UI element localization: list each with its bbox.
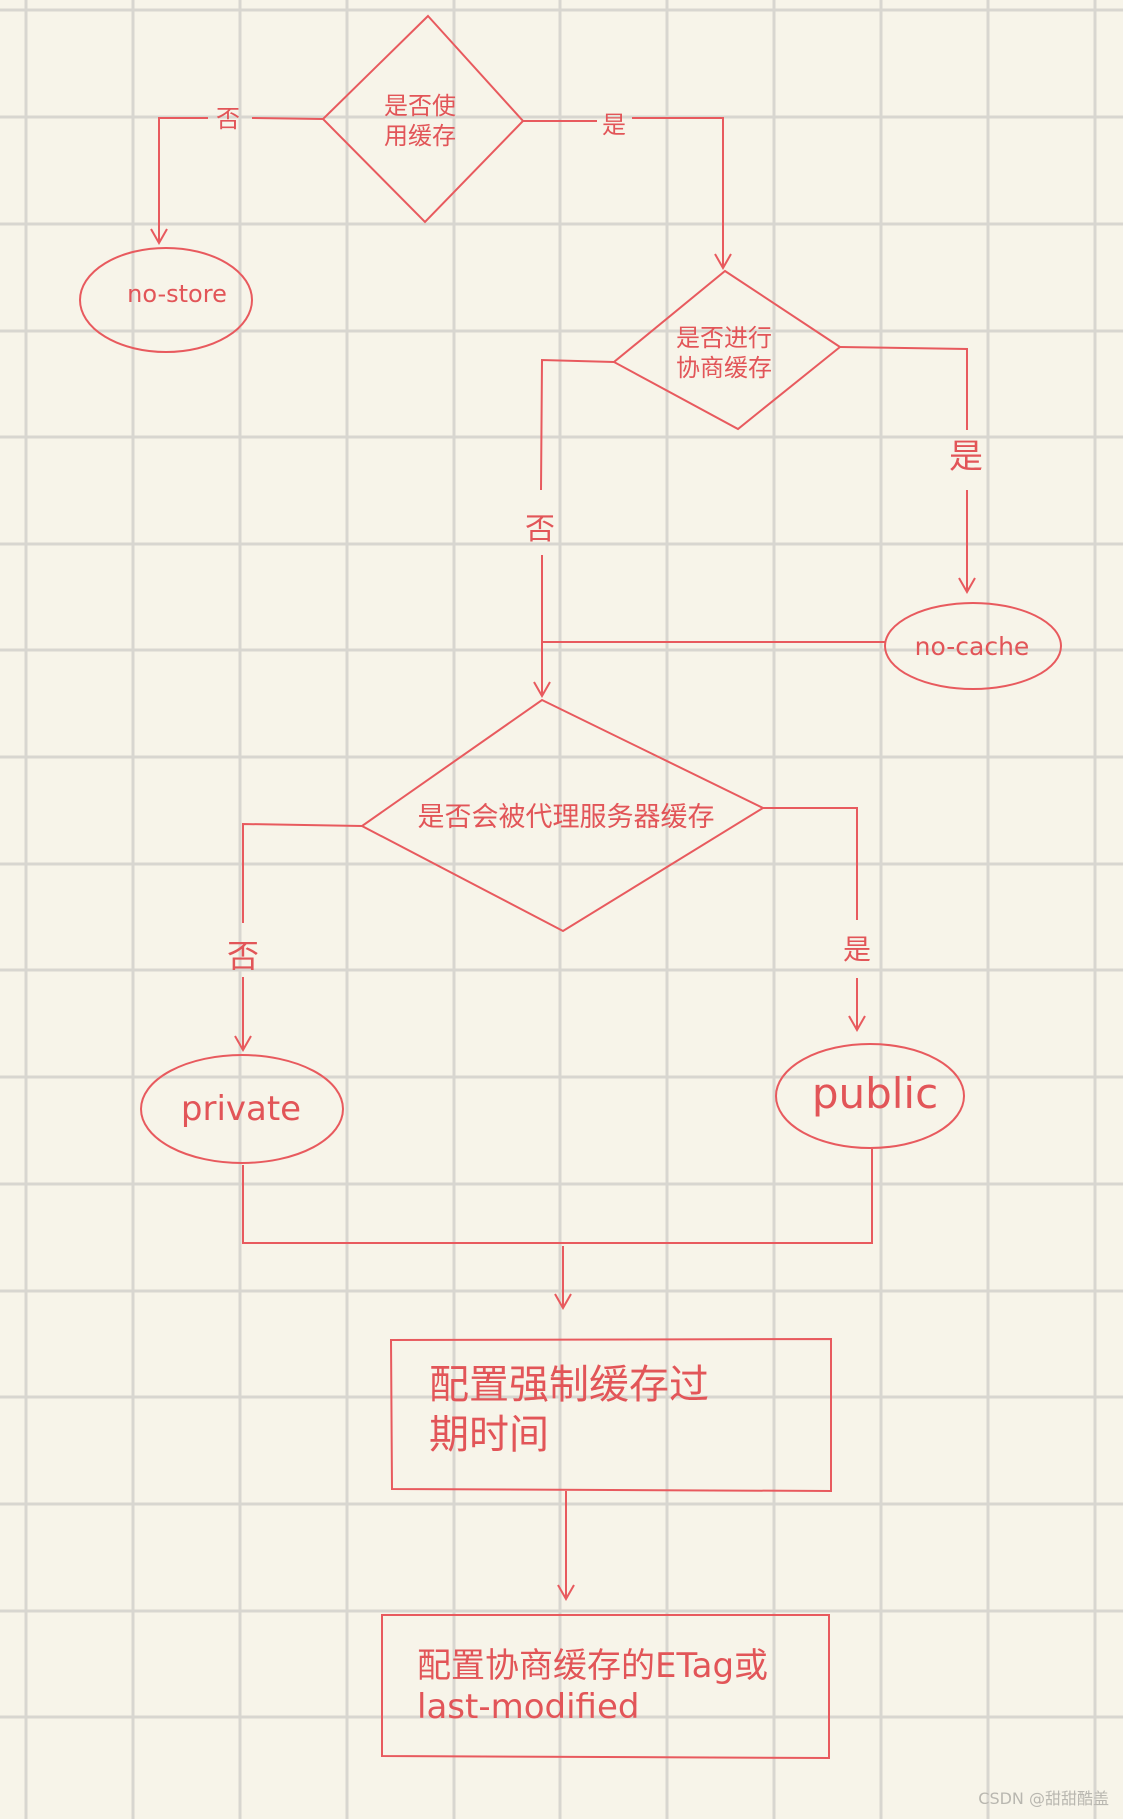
terminal-no-cache-shape [884, 602, 1062, 690]
decision-proxy-shape [360, 698, 766, 933]
terminal-private-shape [140, 1054, 344, 1164]
decision-use-cache-label-line2: 用缓存 [384, 122, 456, 150]
box-expires: 配置强制缓存过 期时间 [389, 1337, 832, 1493]
terminal-no-store-label: no-store [127, 280, 227, 308]
decision-proxy: 是否会被代理服务器缓存 [360, 698, 766, 933]
edge-negotiate-no-label: 否 [525, 512, 555, 547]
terminal-no-store-shape [79, 247, 253, 353]
edge-negotiate-yes: 是 [839, 346, 983, 592]
box-etag-shape [381, 1614, 830, 1760]
terminal-public-label: public [812, 1069, 938, 1118]
decision-negotiate-shape [612, 269, 842, 431]
edge-use-cache-yes-label: 是 [602, 111, 626, 139]
decision-negotiate-label-line2: 协商缓存 [676, 354, 772, 382]
edge-use-cache-no-label: 否 [216, 105, 240, 133]
edge-proxy-yes-label: 是 [843, 933, 871, 966]
decision-use-cache-label-line1: 是否使 [384, 92, 456, 120]
csdn-watermark: CSDN @甜甜酷盖 [978, 1789, 1109, 1808]
edge-use-cache-yes: 是 [523, 111, 723, 268]
box-expires-label-line2: 期时间 [429, 1412, 549, 1458]
terminal-private: private [140, 1054, 344, 1164]
box-etag-label-line2: last-modified [417, 1687, 639, 1727]
decision-use-cache: 是否使 用缓存 [321, 14, 525, 224]
edge-use-cache-no: 否 [159, 105, 324, 243]
edge-proxy-yes: 是 [763, 807, 871, 1030]
terminal-no-cache: no-cache [884, 602, 1062, 690]
box-expires-label-line1: 配置强制缓存过 [429, 1362, 709, 1408]
edge-negotiate-yes-label: 是 [949, 437, 983, 477]
box-etag-label-line1: 配置协商缓存的ETag或 [417, 1646, 768, 1686]
edge-negotiate-no: 否 [525, 358, 615, 696]
decision-negotiate: 是否进行 协商缓存 [612, 269, 842, 431]
edge-proxy-no: 否 [227, 822, 363, 1050]
box-expires-shape [389, 1337, 832, 1493]
edge-merge-to-expires [242, 1149, 873, 1308]
decision-negotiate-label-line1: 是否进行 [676, 324, 772, 352]
edge-proxy-no-label: 否 [227, 937, 259, 975]
box-etag: 配置协商缓存的ETag或 last-modified [381, 1614, 830, 1760]
terminal-public-shape [775, 1043, 965, 1149]
terminal-no-store: no-store [79, 247, 253, 353]
terminal-public: public [775, 1043, 965, 1149]
terminal-private-label: private [181, 1089, 301, 1129]
terminal-no-cache-label: no-cache [915, 632, 1030, 661]
decision-proxy-label: 是否会被代理服务器缓存 [418, 802, 715, 833]
decision-use-cache-shape [321, 14, 525, 224]
